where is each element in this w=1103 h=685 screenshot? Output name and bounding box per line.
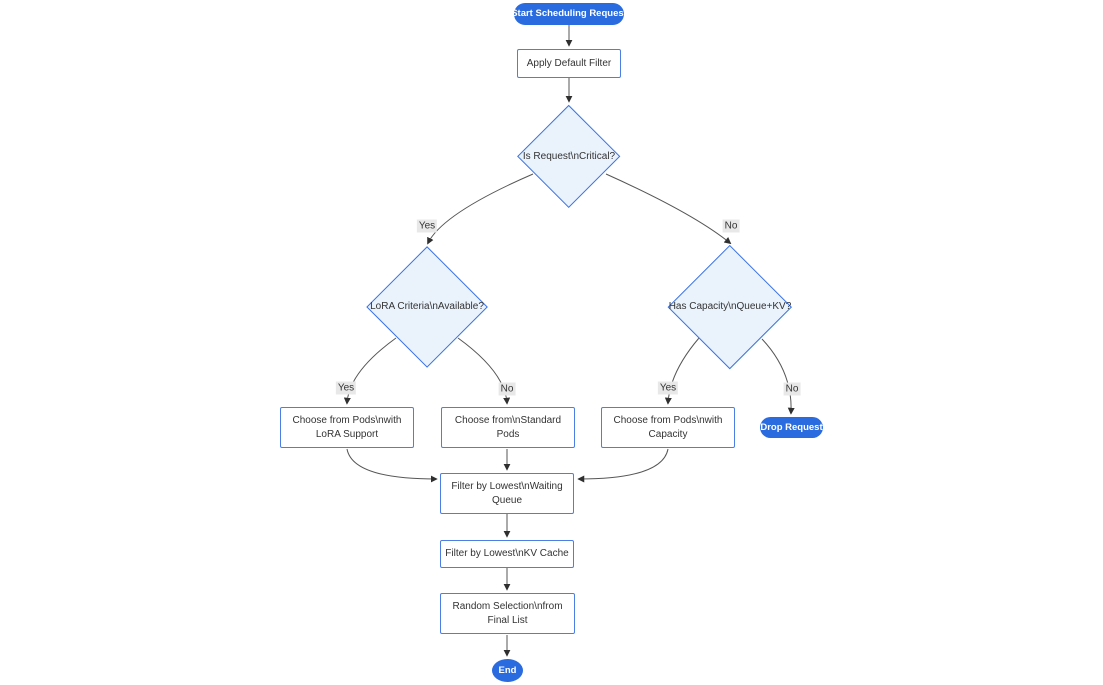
edge-label-capacity-yes: Yes [657, 381, 679, 395]
edge-label-critical-yes: Yes [416, 219, 438, 233]
node-filter-lowest-waiting-queue: Filter by Lowest\nWaiting Queue [440, 473, 574, 514]
node-choose-pods-capacity: Choose from Pods\nwith Capacity [601, 407, 735, 448]
edge-label-lora-yes: Yes [335, 381, 357, 395]
node-label: End [498, 664, 517, 676]
edge-capacity-yes [664, 337, 700, 405]
node-label: Start Scheduling Request [511, 8, 627, 20]
node-label: LoRA Criteria\nAvailable? [370, 301, 484, 312]
node-has-capacity-queue-kv: Has Capacity\nQueue+KV? [668, 245, 792, 369]
node-label: Random Selection\nfrom Final List [452, 600, 563, 626]
node-end: End [492, 659, 523, 682]
node-is-request-critical: Is Request\nCritical? [517, 105, 621, 209]
node-random-selection-final-list: Random Selection\nfrom Final List [440, 593, 575, 634]
edge-label-lora-no: No [498, 382, 516, 396]
node-choose-pods-lora-support: Choose from Pods\nwith LoRA Support [280, 407, 414, 448]
edge-capacity-no [761, 338, 795, 415]
edge-critical-no [605, 173, 732, 245]
node-label: Drop Request [760, 421, 823, 433]
node-label: Apply Default Filter [526, 57, 612, 69]
node-label: Choose from\nStandard Pods [454, 414, 562, 440]
node-lora-criteria-available: LoRA Criteria\nAvailable? [366, 246, 488, 368]
edge-critical-yes [427, 173, 534, 245]
node-start-scheduling-request: Start Scheduling Request [511, 3, 627, 25]
node-label: Filter by Lowest\nWaiting Queue [451, 480, 563, 506]
edge-lorapods-to-filterqueue [346, 448, 438, 483]
edge-lora-no [457, 337, 511, 405]
node-choose-standard-pods: Choose from\nStandard Pods [441, 407, 575, 448]
node-label: Is Request\nCritical? [522, 151, 616, 162]
node-label: Choose from Pods\nwith Capacity [613, 414, 723, 440]
node-label: Filter by Lowest\nKV Cache [445, 548, 569, 559]
edge-label-capacity-no: No [783, 382, 801, 396]
node-label: Choose from Pods\nwith LoRA Support [292, 414, 402, 440]
node-filter-lowest-kv-cache: Filter by Lowest\nKV Cache [440, 540, 574, 568]
edge-label-critical-no: No [722, 219, 740, 233]
node-drop-request: Drop Request [760, 417, 823, 438]
node-label: Has Capacity\nQueue+KV? [668, 301, 792, 312]
node-apply-default-filter: Apply Default Filter [517, 49, 621, 78]
edge-lora-yes [343, 337, 397, 405]
edge-capacitypods-to-filterqueue [577, 448, 669, 483]
